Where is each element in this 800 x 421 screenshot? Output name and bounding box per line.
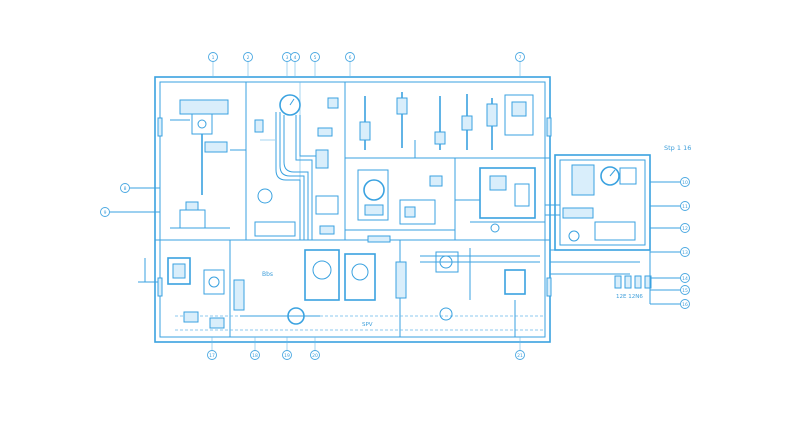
callout-right-2: 11 bbox=[680, 201, 690, 211]
svg-text:19: 19 bbox=[284, 353, 290, 359]
left-wiring bbox=[105, 187, 160, 283]
svg-text:6: 6 bbox=[349, 55, 352, 61]
svg-text:7: 7 bbox=[519, 55, 522, 61]
right-wiring bbox=[550, 170, 685, 305]
svg-text:13: 13 bbox=[682, 250, 688, 256]
callout-left-1: 8 bbox=[120, 183, 130, 193]
svg-text:11: 11 bbox=[682, 204, 688, 210]
svg-text:17: 17 bbox=[209, 353, 215, 359]
callout-top-4: 4 bbox=[290, 52, 300, 62]
svg-text:10: 10 bbox=[682, 180, 688, 186]
callout-top-5: 5 bbox=[310, 52, 320, 62]
label-center-bottom: SPV bbox=[362, 322, 373, 328]
callout-right-3: 12 bbox=[680, 223, 690, 233]
svg-text:18: 18 bbox=[252, 353, 258, 359]
callout-right-1: 10 bbox=[680, 177, 690, 187]
callout-bottom-3: 19 bbox=[282, 350, 292, 360]
callout-bottom-5: 21 bbox=[515, 350, 525, 360]
svg-text:15: 15 bbox=[682, 288, 688, 294]
svg-text:14: 14 bbox=[682, 276, 688, 282]
svg-text:1: 1 bbox=[212, 55, 215, 61]
svg-text:20: 20 bbox=[312, 353, 318, 359]
callout-top-1: 1 bbox=[208, 52, 218, 62]
valve-assembly bbox=[170, 99, 246, 229]
right-annex-panel bbox=[545, 154, 651, 251]
svg-text:2: 2 bbox=[247, 55, 250, 61]
callout-right-6: 15 bbox=[680, 285, 690, 295]
svg-text:9: 9 bbox=[104, 210, 107, 216]
control-box bbox=[455, 167, 545, 241]
bottom-devices bbox=[167, 248, 540, 337]
svg-text:8: 8 bbox=[124, 186, 127, 192]
svg-text:16: 16 bbox=[682, 302, 688, 308]
callout-bottom-2: 18 bbox=[250, 350, 260, 360]
svg-text:12: 12 bbox=[682, 226, 688, 232]
svg-text:4: 4 bbox=[294, 55, 297, 61]
sheet-title: Stp 1 16 bbox=[664, 144, 691, 152]
motor-section bbox=[315, 169, 455, 243]
svg-text:3: 3 bbox=[286, 55, 289, 61]
vertical-fixtures bbox=[317, 92, 534, 158]
label-left-mid: Bbs bbox=[262, 271, 273, 278]
callout-bottom-1: 17 bbox=[207, 350, 217, 360]
callout-right-4: 13 bbox=[680, 247, 690, 257]
callout-right-5: 14 bbox=[680, 273, 690, 283]
callout-top-2: 2 bbox=[243, 52, 253, 62]
main-frame bbox=[154, 76, 552, 343]
cable-bundle bbox=[254, 94, 329, 240]
callout-bottom-4: 20 bbox=[310, 350, 320, 360]
svg-text:21: 21 bbox=[517, 353, 523, 359]
callout-right-7: 16 bbox=[680, 299, 690, 309]
callout-left-2: 9 bbox=[100, 207, 110, 217]
label-bottom-right: 12E 12N6 bbox=[616, 294, 643, 300]
callout-top-6: 6 bbox=[345, 52, 355, 62]
svg-text:5: 5 bbox=[314, 55, 317, 61]
callout-top-7: 7 bbox=[515, 52, 525, 62]
top-leaders bbox=[211, 62, 521, 350]
